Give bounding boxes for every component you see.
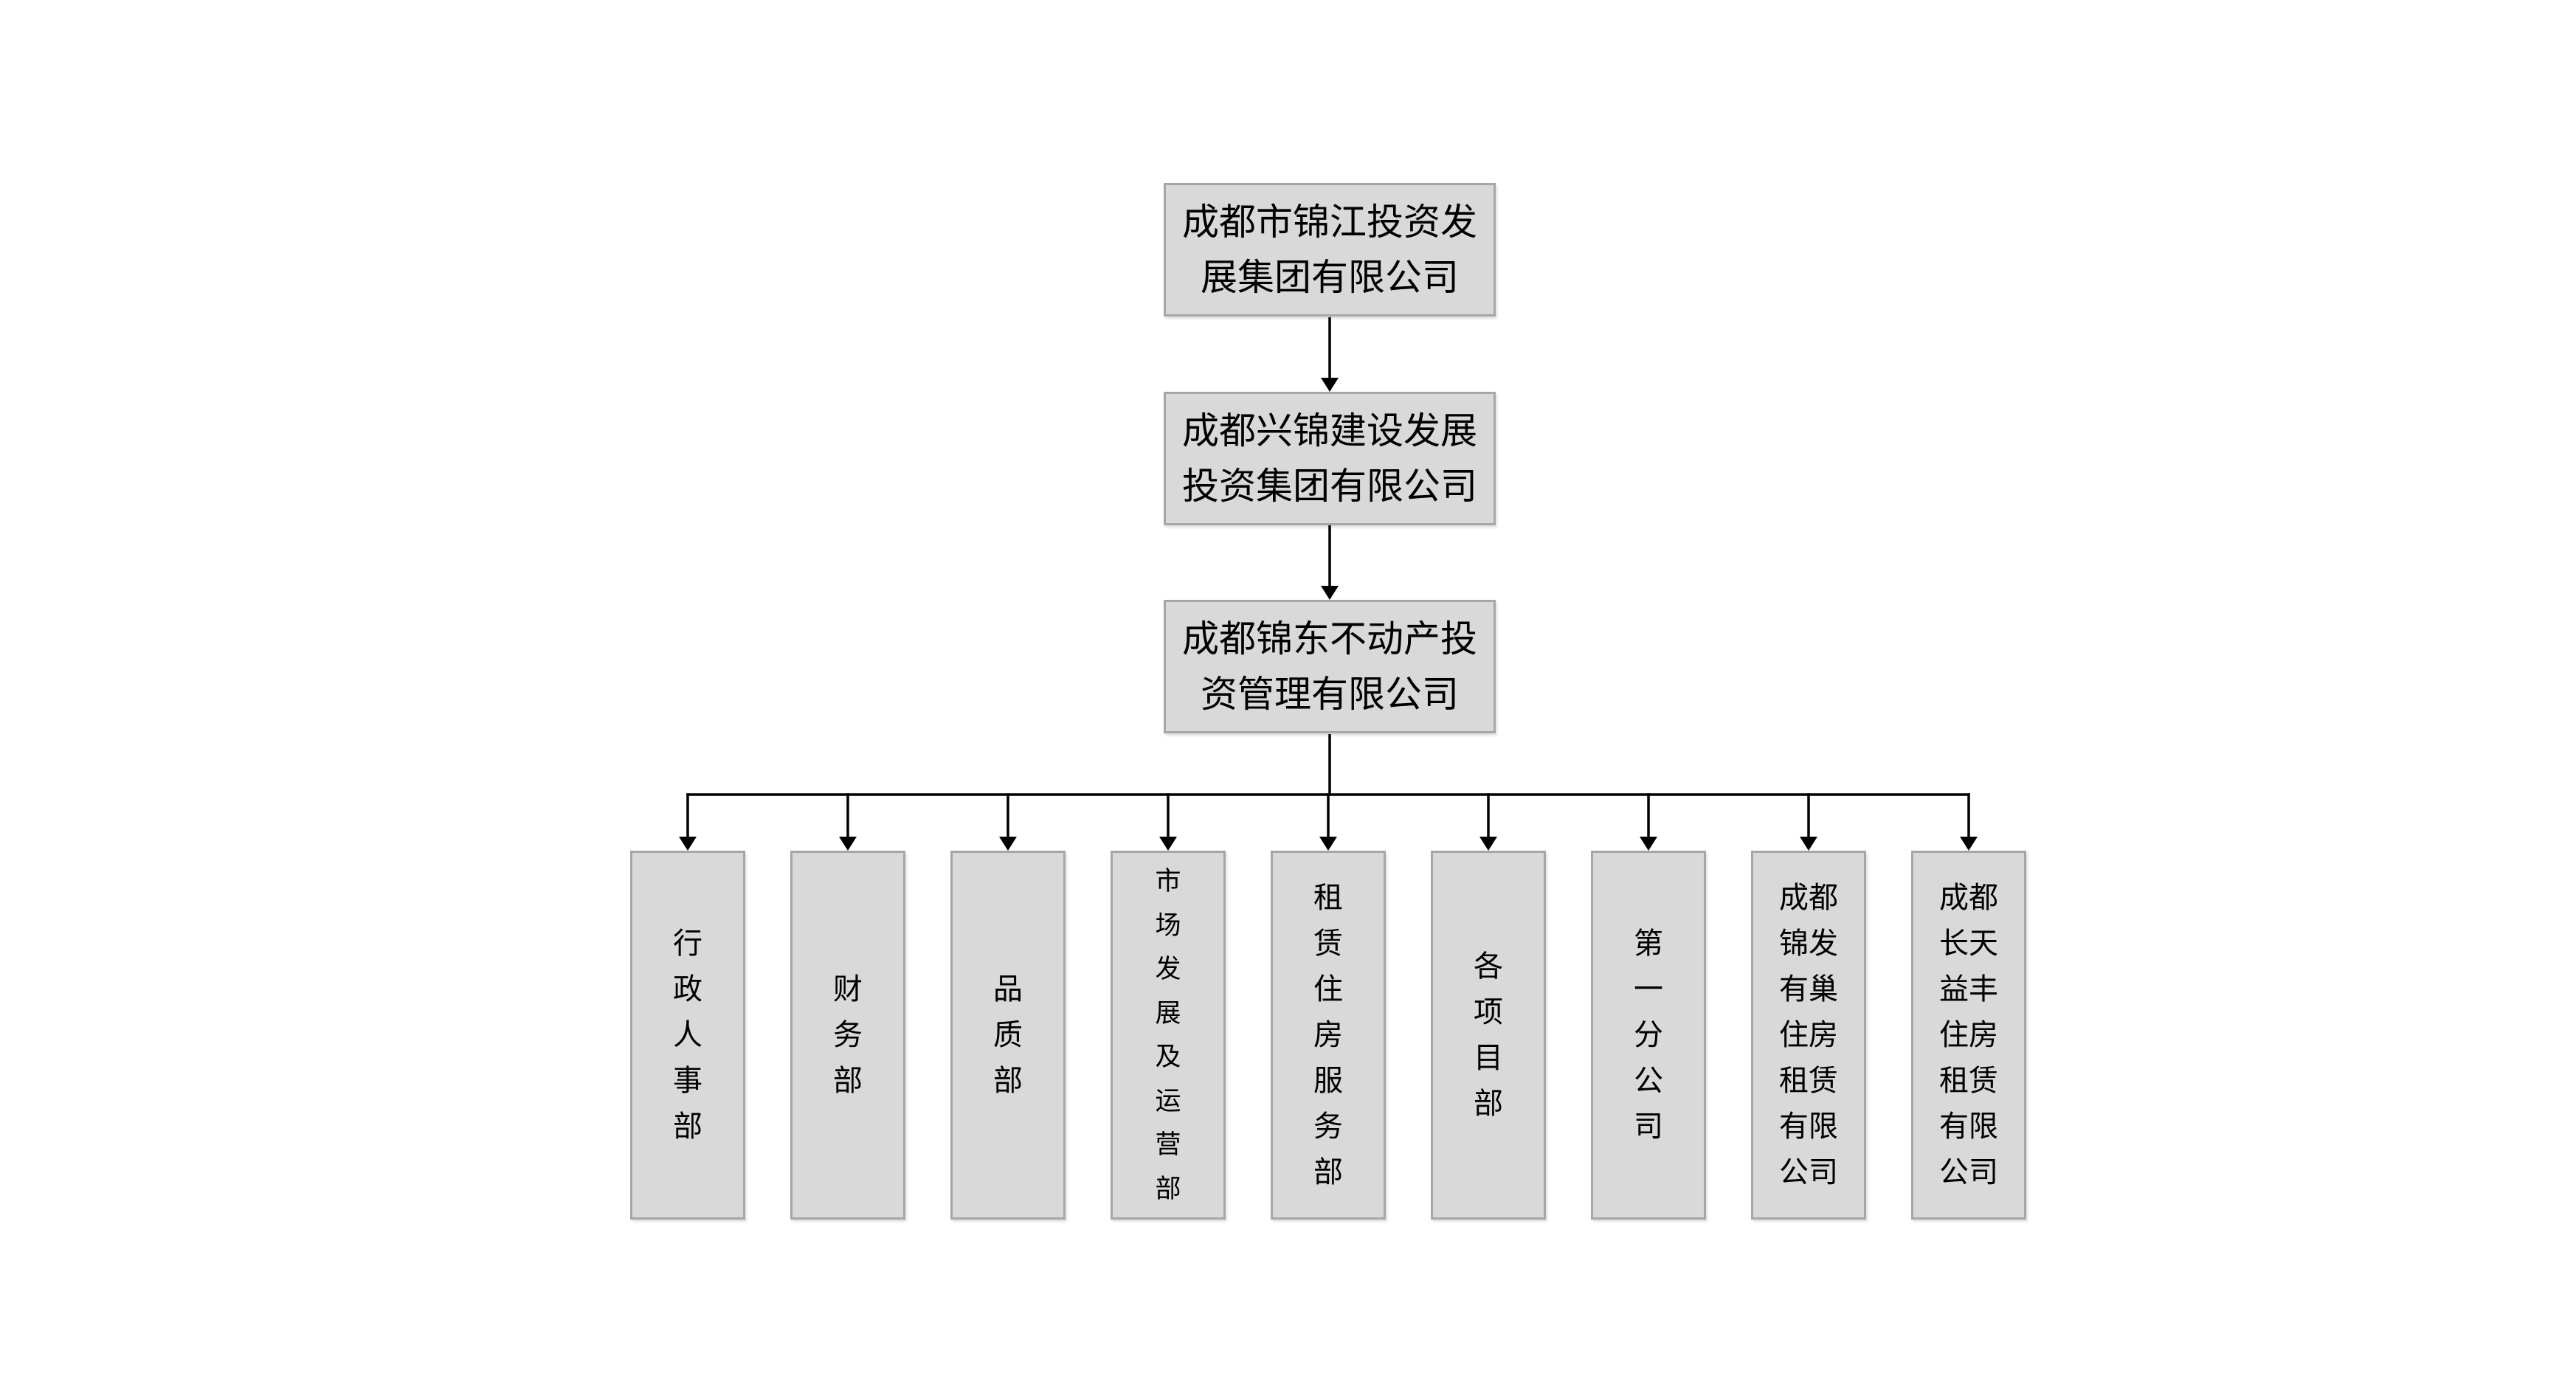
dept-box-project-depts: 各项目部 [1431, 851, 1546, 1220]
dept-box-admin-hr: 行政人事部 [630, 851, 745, 1220]
arrow-drop-dept-6 [1479, 793, 1497, 851]
dept-box-market-dev-operations-label: 市场发展及运营部 [1155, 867, 1181, 1203]
dept-box-finance-label: 财务部 [833, 973, 863, 1097]
arrow-drop-dept-2 [839, 793, 857, 851]
arrow-company2-company3 [1321, 525, 1339, 600]
subsidiary-box-jinfa-youchao: 成都锦发有巢住房租赁有限公司 [1751, 851, 1866, 1220]
dept-box-first-branch: 第一分公司 [1591, 851, 1706, 1220]
arrow-drop-dept-8 [1800, 793, 1817, 851]
dept-box-quality-label: 品质部 [993, 973, 1023, 1097]
arrow-drop-dept-5 [1319, 793, 1337, 851]
arrow-drop-dept-9 [1960, 793, 1978, 851]
node-level2-company: 成都兴锦建设发展投资集团有限公司 [1164, 392, 1496, 525]
dept-box-rental-housing-service-label: 租赁住房服务部 [1313, 882, 1343, 1189]
arrow-drop-dept-3 [999, 793, 1017, 851]
dept-box-market-dev-operations: 市场发展及运营部 [1111, 851, 1226, 1220]
subsidiary-box-changtian-yifeng: 成都长天益丰住房租赁有限公司 [1911, 851, 2026, 1220]
node-level1-company: 成都市锦江投资发展集团有限公司 [1164, 183, 1496, 317]
node-level3-company: 成都锦东不动产投资管理有限公司 [1164, 600, 1496, 733]
arrow-drop-dept-7 [1640, 793, 1657, 851]
arrow-drop-dept-4 [1159, 793, 1177, 851]
node-level3-company-label: 成都锦东不动产投资管理有限公司 [1182, 618, 1477, 715]
arrow-drop-dept-1 [679, 793, 697, 851]
dept-box-project-depts-label: 各项目部 [1474, 950, 1503, 1120]
node-level1-company-label: 成都市锦江投资发展集团有限公司 [1182, 201, 1477, 298]
node-level2-company-label: 成都兴锦建设发展投资集团有限公司 [1182, 409, 1477, 507]
arrow-company1-company2 [1321, 317, 1339, 392]
dept-box-finance: 财务部 [790, 851, 905, 1220]
dept-box-first-branch-label: 第一分公司 [1634, 927, 1663, 1143]
dept-box-rental-housing-service: 租赁住房服务部 [1271, 851, 1386, 1220]
subsidiary-box-changtian-yifeng-label: 成都长天益丰住房租赁有限公司 [1939, 882, 1998, 1189]
subsidiary-box-jinfa-youchao-label: 成都锦发有巢住房租赁有限公司 [1779, 882, 1838, 1189]
dept-box-quality: 品质部 [950, 851, 1066, 1220]
dept-box-admin-hr-label: 行政人事部 [673, 927, 702, 1143]
